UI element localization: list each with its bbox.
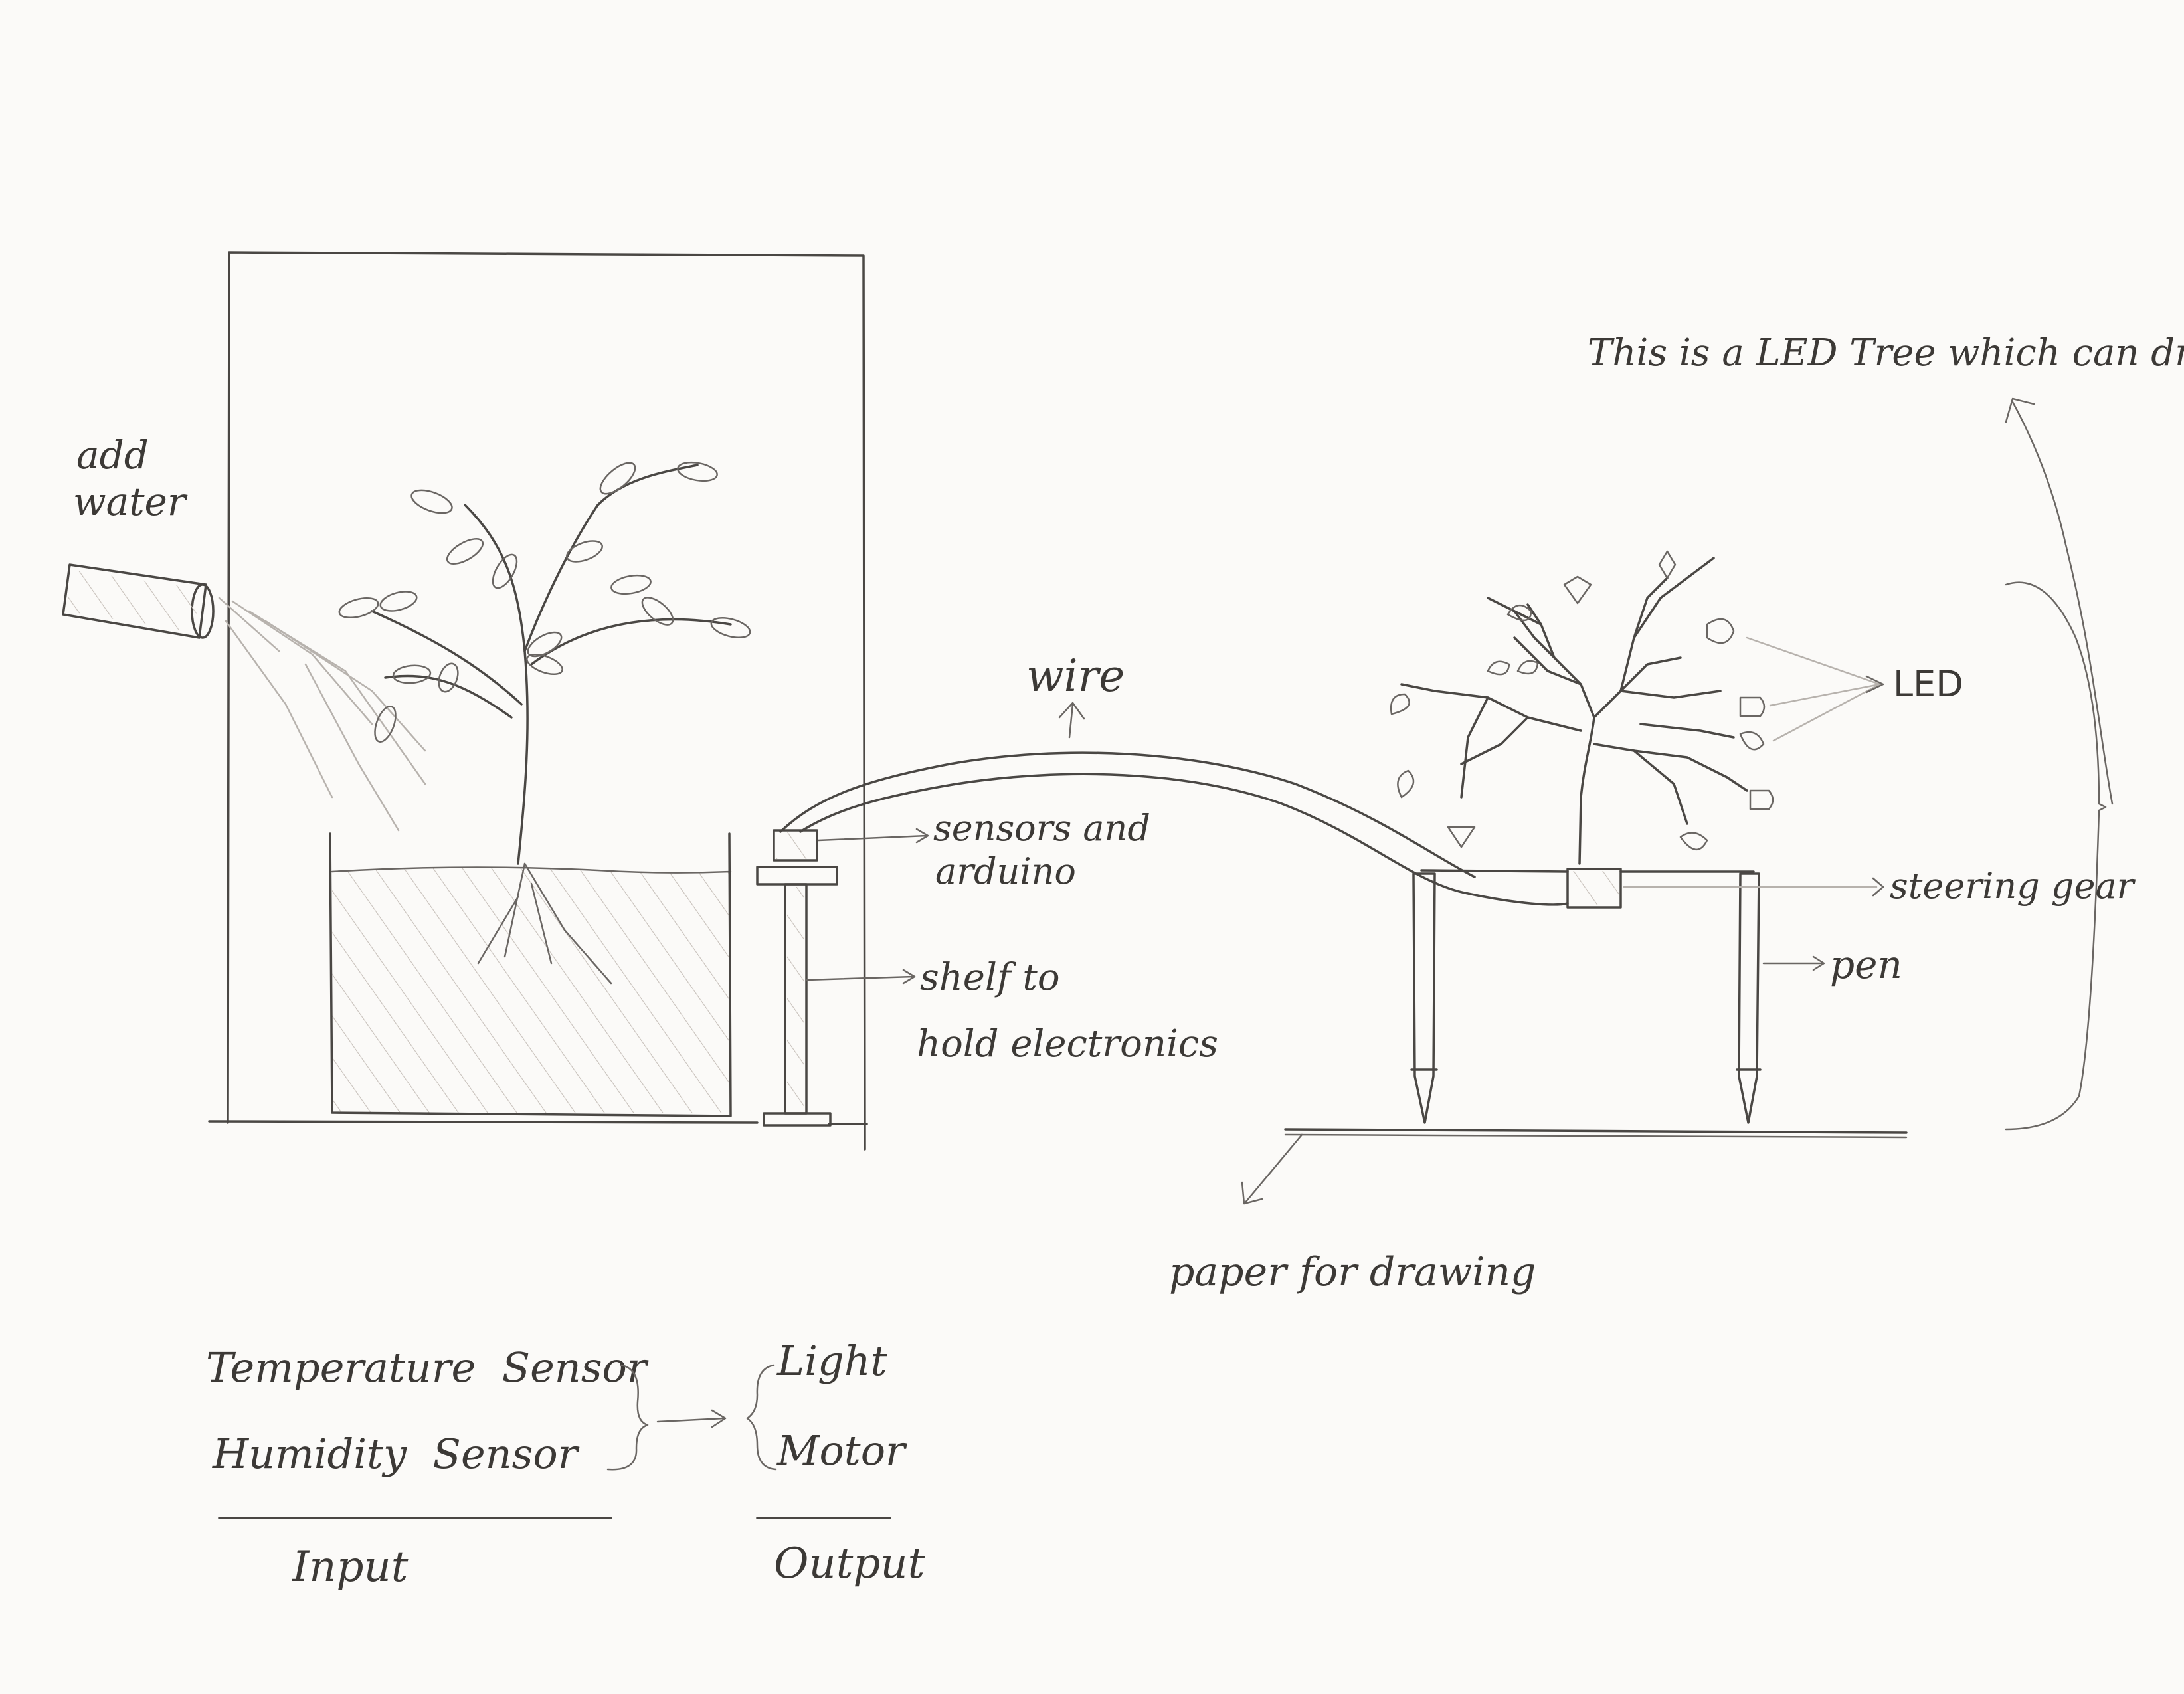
wire <box>780 703 1568 905</box>
steering-gear-label: steering gear <box>1890 865 2136 907</box>
pen-label: pen <box>1830 942 1902 987</box>
sensors-label-line2: arduino <box>935 850 1076 892</box>
input-item-humidity: Humidity Sensor <box>212 1430 580 1478</box>
add-water-label-line2: water <box>73 479 188 524</box>
output-item-light: Light <box>776 1337 887 1385</box>
io-block: Temperature Sensor Humidity Sensor Light… <box>206 1337 925 1592</box>
paper-label: paper for drawing <box>1169 1249 1536 1295</box>
electronics-shelf <box>757 830 837 1125</box>
watering-spout <box>63 565 425 830</box>
shelf-arrow <box>807 970 915 983</box>
add-water-label-line1: add <box>76 432 149 478</box>
led-tree <box>1391 551 1880 864</box>
io-arrow <box>658 1410 725 1427</box>
led-label: LED <box>1893 663 1963 705</box>
wire-label: wire <box>1026 650 1125 702</box>
caption-label: This is a LED Tree which can draw. <box>1588 331 2184 375</box>
output-brace <box>747 1365 776 1469</box>
caption-bracket <box>2006 399 2112 1129</box>
input-item-temperature: Temperature Sensor <box>206 1343 649 1392</box>
input-heading: Input <box>292 1543 409 1592</box>
shelf-label-line2: hold electronics <box>917 1022 1218 1066</box>
output-heading: Output <box>774 1539 925 1588</box>
water-tank <box>330 834 731 1116</box>
shelf-label-line1: shelf to <box>920 956 1060 999</box>
sensors-arrow <box>818 829 928 842</box>
output-item-motor: Motor <box>776 1426 907 1475</box>
sensors-label-line1: sensors and <box>933 807 1150 849</box>
drawing-machine-frame <box>1242 869 1906 1204</box>
